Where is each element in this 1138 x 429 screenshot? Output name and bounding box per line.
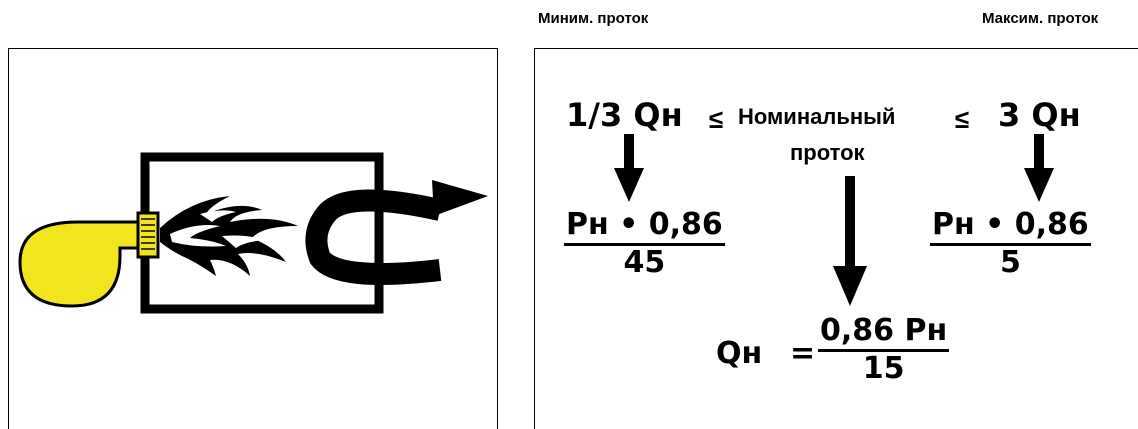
nominal-flow-denominator: 15: [862, 351, 905, 386]
nominal-flow-fraction: 0,86 Pн 15: [818, 313, 950, 386]
max-flow-numerator: Pн • 0,86: [932, 207, 1089, 242]
down-arrow-icon: [833, 176, 867, 306]
fraction-bar: [564, 243, 725, 246]
down-arrow-icon: [1024, 134, 1054, 202]
min-flow-denominator: 45: [623, 245, 666, 280]
min-flow-header: Миним. проток: [538, 10, 649, 27]
min-flow-numerator: Pн • 0,86: [566, 207, 723, 242]
flame-icon: [160, 196, 298, 276]
down-arrow-icon: [614, 134, 644, 202]
max-flow-fraction: Pн • 0,86 5: [930, 210, 1091, 278]
min-flow-term: 1/3 Qн: [566, 96, 683, 134]
formula-panel: [534, 48, 1138, 429]
qn-label: Qн: [716, 336, 763, 371]
fraction-bar: [930, 243, 1091, 246]
fraction-bar: [818, 349, 950, 352]
min-flow-fraction: Pн • 0,86 45: [564, 210, 725, 278]
burner-boiler-diagram: [18, 152, 488, 314]
max-flow-term: 3 Qн: [998, 96, 1081, 134]
equals-sign: =: [790, 336, 816, 371]
nominal-flow-numerator: 0,86 Pн: [820, 313, 948, 348]
leq-right: ≤: [955, 104, 970, 134]
nominal-flow-label-line2: проток: [790, 140, 865, 165]
nominal-flow-label: Номинальный: [738, 104, 896, 129]
exhaust-arrow-icon: [305, 180, 488, 285]
max-flow-denominator: 5: [999, 245, 1021, 280]
burner-icon: [18, 211, 160, 308]
max-flow-header: Максим. проток: [982, 10, 1099, 27]
leq-left: ≤: [709, 104, 724, 134]
